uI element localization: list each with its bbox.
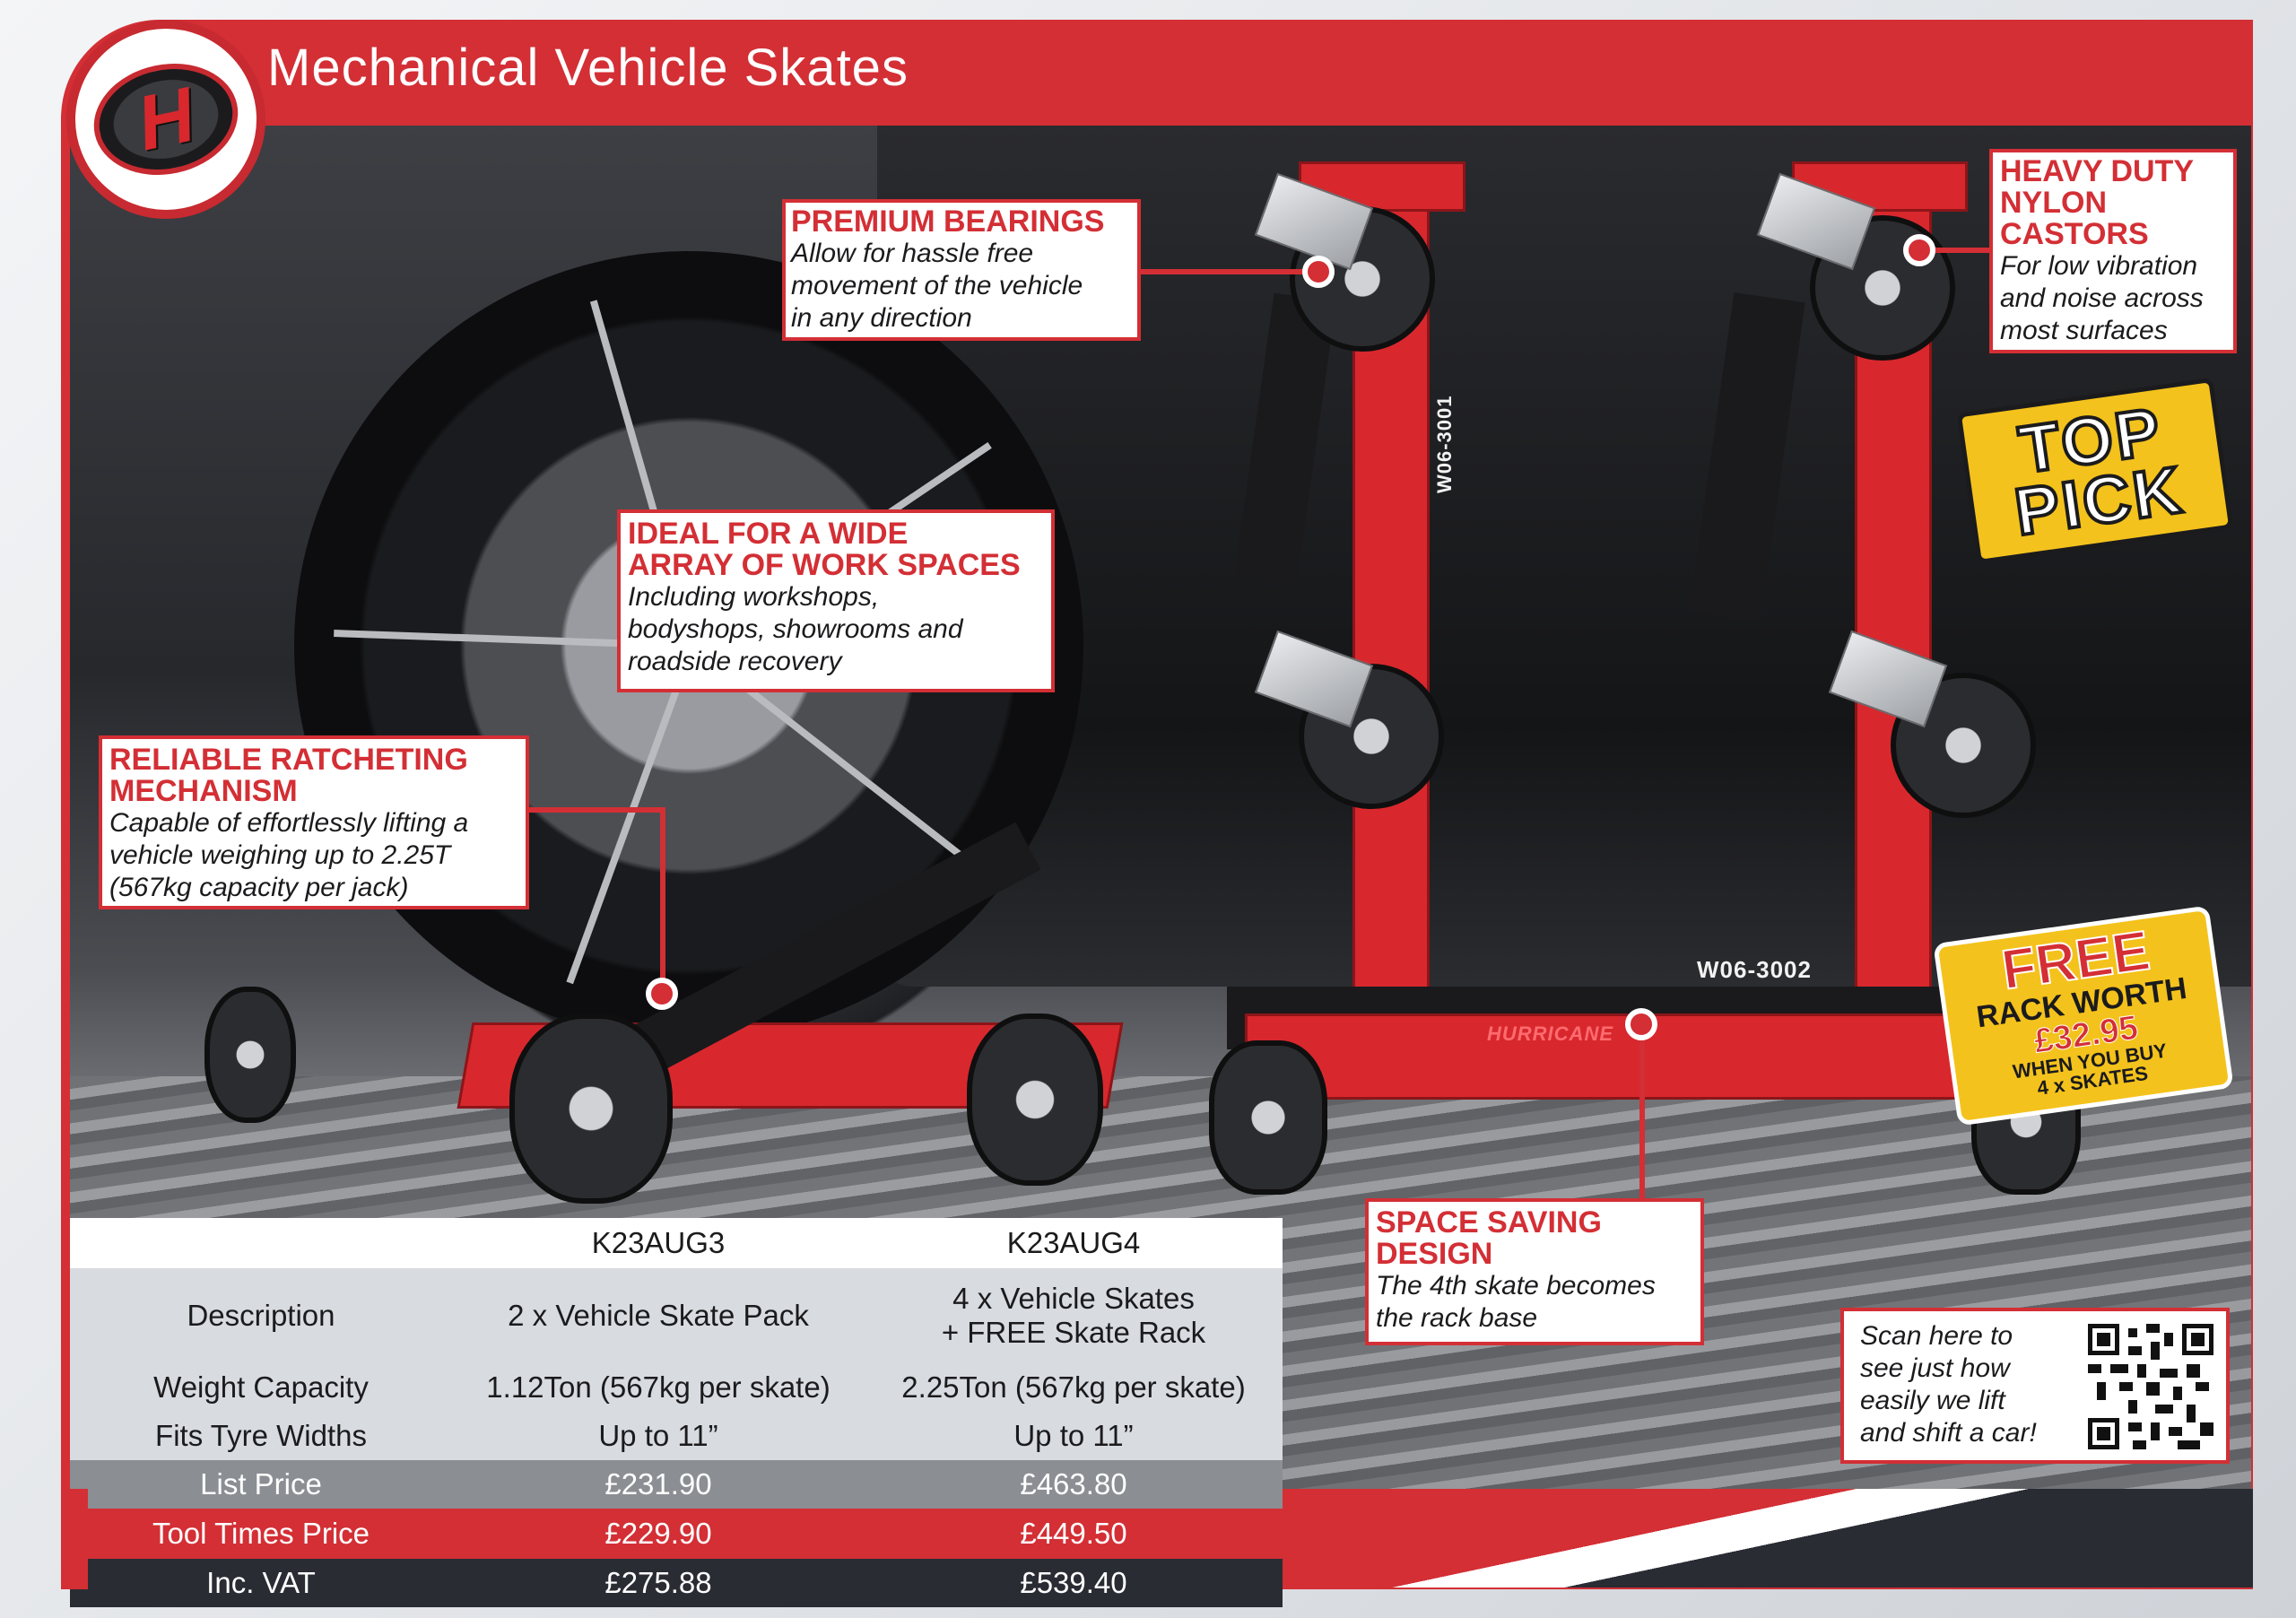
table-cell: £275.88 — [604, 1566, 712, 1599]
table-cell: £229.90 — [604, 1517, 712, 1550]
pricing-table: K23AUG3 K23AUG4 Description 2 x Vehicle … — [70, 1218, 1283, 1607]
castor-wheel — [1209, 1040, 1327, 1195]
row-label: Weight Capacity — [153, 1370, 369, 1404]
qr-caption-line: easily we lift — [1860, 1386, 2005, 1415]
pointer-line — [1639, 1024, 1645, 1200]
table-cell: 1.12Ton (567kg per skate) — [486, 1370, 831, 1404]
table-cell: £539.40 — [1020, 1566, 1127, 1599]
table-cell: £463.80 — [1020, 1467, 1127, 1501]
table-row-tool-times-price: Tool Times Price £229.90 £449.50 — [70, 1509, 1283, 1559]
pointer-line — [520, 807, 664, 813]
qr-caption-line: see just how — [1860, 1353, 2010, 1383]
table-cell: Up to 11” — [598, 1419, 718, 1452]
logo-letter: H — [129, 71, 203, 168]
badge-line: PICK — [2008, 450, 2190, 551]
callout-premium-bearings: PREMIUM BEARINGS Allow for hassle free m… — [782, 199, 1141, 341]
table-cell: £449.50 — [1020, 1517, 1127, 1550]
pointer-dot — [1903, 234, 1935, 266]
pointer-line — [1925, 248, 1996, 253]
table-cell: Up to 11” — [1013, 1419, 1134, 1452]
qr-caption: Scan here to see just how easily we lift… — [1860, 1320, 2084, 1449]
callout-body-line: roadside recovery — [628, 647, 842, 676]
callout-work-spaces: IDEAL FOR A WIDE ARRAY OF WORK SPACES In… — [617, 509, 1055, 692]
table-cell: 4 x Vehicle Skates + FREE Skate Rack — [865, 1282, 1283, 1350]
table-cell: 2.25Ton (567kg per skate) — [901, 1370, 1246, 1404]
row-label: Inc. VAT — [206, 1566, 316, 1599]
label-w06-3002: W06-3002 — [1697, 956, 1812, 983]
pointer-line — [1139, 269, 1318, 274]
callout-body-line: Allow for hassle free — [791, 239, 1034, 268]
free-rack-badge: FREE RACK WORTH £32.95 WHEN YOU BUY 4 x … — [1933, 905, 2234, 1127]
callout-heading: PREMIUM BEARINGS — [791, 204, 1105, 239]
row-label: Fits Tyre Widths — [155, 1419, 367, 1452]
table-cell: £231.90 — [604, 1467, 712, 1501]
table-header-cell: K23AUG3 — [591, 1226, 726, 1259]
pointer-dot — [1302, 256, 1335, 288]
callout-ratcheting-mechanism: RELIABLE RATCHETING MECHANISM Capable of… — [99, 735, 529, 909]
table-header-row: K23AUG3 K23AUG4 — [70, 1218, 1283, 1268]
table-row: Description 2 x Vehicle Skate Pack 4 x V… — [70, 1268, 1283, 1363]
castor-wheel — [509, 1013, 673, 1204]
callout-body-line: in any direction — [791, 303, 972, 333]
page-title: Mechanical Vehicle Skates — [267, 39, 909, 97]
callout-body-line: bodyshops, showrooms and — [628, 614, 963, 644]
row-label: Description — [187, 1299, 335, 1332]
callout-body-line: most surfaces — [2000, 316, 2168, 345]
callout-body-line: Capable of effortlessly lifting a — [109, 808, 469, 838]
castor-wheel — [967, 1013, 1103, 1186]
callout-heading: SPACE SAVING — [1376, 1205, 1602, 1240]
table-row: Fits Tyre Widths Up to 11” Up to 11” — [70, 1412, 1283, 1460]
pointer-dot — [646, 978, 678, 1010]
table-cell: 2 x Vehicle Skate Pack — [508, 1299, 809, 1332]
callout-body-line: vehicle weighing up to 2.25T — [109, 840, 451, 870]
callout-heading: DESIGN — [1376, 1237, 1493, 1271]
callout-heading: NYLON — [2000, 186, 2107, 220]
callout-space-saving: SPACE SAVING DESIGN The 4th skate become… — [1365, 1198, 1704, 1345]
brand-hurricane: HURRICANE — [1487, 1022, 1613, 1045]
callout-body-line: Including workshops, — [628, 582, 880, 612]
table-row-list-price: List Price £231.90 £463.80 — [70, 1460, 1283, 1509]
table-header-cell: K23AUG4 — [1006, 1226, 1141, 1259]
qr-caption-line: Scan here to — [1860, 1321, 2013, 1351]
pointer-dot — [1625, 1008, 1657, 1040]
footer-stripe — [1283, 1489, 2253, 1588]
table-row: Weight Capacity 1.12Ton (567kg per skate… — [70, 1363, 1283, 1412]
callout-body-line: For low vibration — [2000, 251, 2198, 281]
pointer-line — [660, 807, 665, 987]
logo-emblem: H — [83, 50, 248, 188]
frame-edge — [61, 1489, 88, 1589]
callout-heading: HEAVY DUTY — [2000, 154, 2195, 188]
callout-heading: ARRAY OF WORK SPACES — [628, 548, 1021, 582]
qr-panel[interactable]: Scan here to see just how easily we lift… — [1840, 1308, 2230, 1464]
table-body: Description 2 x Vehicle Skate Pack 4 x V… — [70, 1268, 1283, 1460]
callout-body-line: The 4th skate becomes — [1376, 1271, 1656, 1300]
callout-body-line: (567kg capacity per jack) — [109, 873, 409, 902]
callout-body-line: and noise across — [2000, 283, 2204, 313]
table-cell-line: 4 x Vehicle Skates — [952, 1282, 1195, 1315]
row-label: List Price — [200, 1467, 322, 1501]
callout-heavy-duty-castors: HEAVY DUTY NYLON CASTORS For low vibrati… — [1989, 149, 2237, 353]
callout-heading: MECHANISM — [109, 774, 298, 808]
qr-code-icon[interactable] — [2088, 1324, 2213, 1449]
row-label: Tool Times Price — [152, 1517, 370, 1550]
qr-caption-line: and shift a car! — [1860, 1418, 2037, 1448]
callout-heading: CASTORS — [2000, 217, 2149, 251]
callout-heading: RELIABLE RATCHETING — [109, 743, 468, 777]
table-cell-line: + FREE Skate Rack — [941, 1316, 1206, 1349]
callout-heading: IDEAL FOR A WIDE — [628, 517, 909, 551]
castor-wheel — [204, 987, 296, 1123]
label-w06-3001: W06-3001 — [1433, 395, 1456, 493]
brand-logo: H — [66, 20, 265, 219]
callout-body-line: the rack base — [1376, 1303, 1538, 1333]
callout-body-line: movement of the vehicle — [791, 271, 1083, 300]
table-row-inc-vat: Inc. VAT £275.88 £539.40 — [70, 1559, 1283, 1607]
